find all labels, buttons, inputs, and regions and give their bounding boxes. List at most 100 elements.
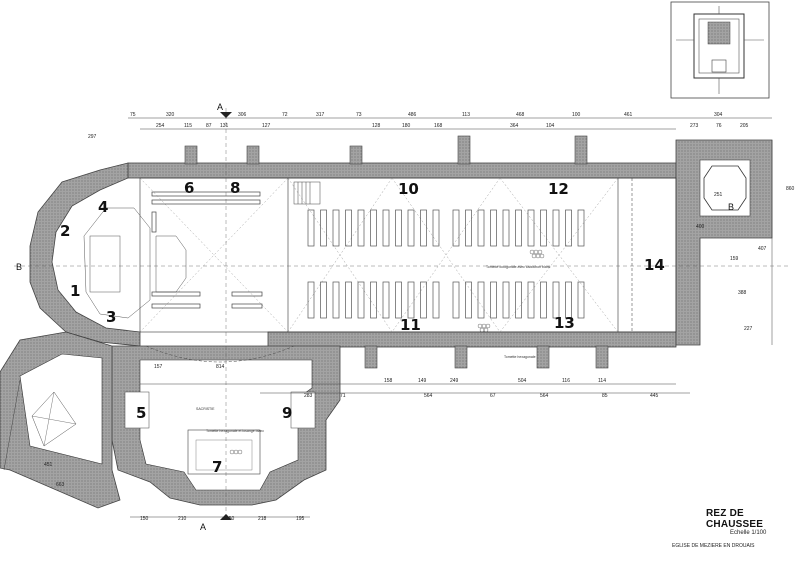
pew — [477, 209, 485, 247]
dim-top-outer: 486 — [408, 112, 417, 118]
pew — [332, 209, 340, 247]
church-name: EGLISE DE MEZIERE EN DROUAIS — [672, 543, 755, 549]
dim-misc: 400 — [696, 224, 705, 230]
dim-bottom-nave: 504 — [518, 378, 527, 384]
pew — [307, 209, 315, 247]
pew — [490, 209, 497, 247]
dim-misc: 663 — [56, 482, 65, 488]
pew — [527, 209, 535, 247]
choir-stalls — [151, 191, 263, 309]
dim-top-inner: 364 — [510, 123, 519, 129]
pew — [527, 281, 535, 319]
pew — [515, 209, 522, 247]
dim-misc: 159 — [730, 256, 739, 262]
pew — [552, 209, 560, 247]
section-a-top: A — [217, 102, 223, 112]
dim-bottom-nave-2: 564 — [540, 393, 549, 399]
dim-top-inner: 76 — [716, 123, 722, 129]
dim-misc: 814 — [216, 364, 225, 370]
apse-walls — [29, 162, 187, 347]
pew — [407, 209, 415, 247]
dim-top-inner: 205 — [740, 123, 749, 129]
pew — [432, 281, 440, 319]
stair — [293, 181, 321, 205]
dim-bottom-nave-2: 85 — [602, 393, 608, 399]
dim-bottom-nave-2: 71 — [340, 393, 346, 399]
dim-misc: 388 — [738, 290, 747, 296]
dim-top-inner: 104 — [546, 123, 555, 129]
dim-bottom-chapel: 218 — [258, 516, 267, 522]
pew — [540, 281, 547, 319]
room-number-2: 2 — [60, 222, 70, 240]
pew — [477, 281, 485, 319]
pew — [382, 209, 390, 247]
chapel-room-label: SACRISTIE — [196, 407, 215, 411]
dim-bottom-nave-2: 67 — [490, 393, 496, 399]
pew — [465, 281, 472, 319]
dim-top-outer: 113 — [462, 112, 470, 118]
dim-misc: 157 — [154, 364, 163, 370]
room-number-9: 9 — [282, 404, 292, 422]
dimension-lines — [3, 117, 773, 518]
dim-bottom-nave-2: 283 — [304, 393, 313, 399]
dim-misc: 297 — [88, 134, 97, 140]
pew — [345, 281, 352, 319]
plan-scale: Echelle 1/100 — [730, 530, 767, 536]
dim-bottom-nave-2: 445 — [650, 393, 659, 399]
pew — [307, 281, 315, 319]
room-number-10: 10 — [398, 180, 419, 198]
pew — [515, 281, 522, 319]
tomette-chapel-label: Tomette hexagonale et losange blanc — [206, 429, 264, 433]
room-number-7: 7 — [212, 458, 222, 476]
dim-top-outer: 320 — [166, 112, 175, 118]
dim-top-outer: 75 — [130, 112, 136, 118]
room-number-13: 13 — [554, 314, 575, 332]
dim-bottom-chapel: 150 — [226, 516, 235, 522]
section-markers: A A B B — [14, 102, 790, 532]
pew — [565, 281, 572, 319]
dim-top-inner: 115 — [184, 123, 192, 129]
pew — [577, 281, 585, 319]
dim-top-outer: 461 — [624, 112, 633, 118]
room-number-3: 3 — [106, 308, 116, 326]
sacristy-walls — [0, 331, 121, 509]
pew — [420, 209, 427, 247]
dim-top-inner: 128 — [372, 123, 381, 129]
tomette-nave-label: Tomette octogonale avec cabochon blanc — [486, 265, 551, 269]
room-number-4: 4 — [98, 198, 108, 216]
pew — [370, 281, 377, 319]
section-a-bottom: A — [200, 522, 206, 532]
key-plan-inset — [670, 1, 770, 99]
dim-top-outer: 306 — [238, 112, 247, 118]
vault-lines — [139, 177, 619, 333]
room-number-5: 5 — [136, 404, 146, 422]
room-number-6: 6 — [184, 179, 194, 197]
dim-bottom-nave: 249 — [450, 378, 459, 384]
dim-misc: 251 — [714, 192, 723, 198]
tomette-nave-label-2: Tomette hexagonale — [504, 355, 536, 359]
pew — [552, 281, 560, 319]
dim-top-inner: 180 — [402, 123, 411, 129]
pew — [332, 281, 340, 319]
room-number-12: 12 — [548, 180, 569, 198]
pew — [490, 281, 497, 319]
pew — [320, 209, 327, 247]
pew — [577, 209, 585, 247]
dim-top-inner: 131 — [220, 123, 229, 129]
pew — [395, 209, 402, 247]
room-number-14: 14 — [644, 256, 665, 274]
nave-walls — [127, 135, 773, 369]
pew — [465, 209, 472, 247]
dim-top-outer: 72 — [282, 112, 288, 118]
pews-group — [307, 209, 585, 319]
dim-top-outer: 468 — [516, 112, 525, 118]
dim-misc: 860 — [786, 186, 795, 192]
plan-title: REZ DE CHAUSSEE — [706, 508, 764, 530]
pew — [502, 281, 510, 319]
dim-top-inner: 87 — [206, 123, 212, 129]
dim-misc: 407 — [758, 246, 767, 252]
tile-cluster — [229, 249, 545, 455]
